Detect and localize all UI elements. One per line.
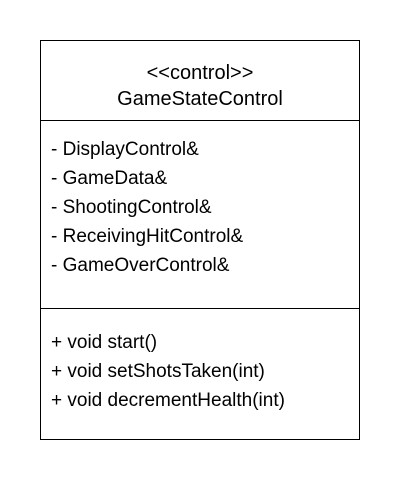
attribute-item: - ReceivingHitControl& [51, 226, 244, 247]
operation-item: + void decrementHealth(int) [51, 390, 285, 411]
attribute-item: - GameOverControl& [51, 255, 230, 276]
attribute-item: - GameData& [51, 168, 168, 189]
operations-compartment: + void start() + void setShotsTaken(int)… [41, 309, 359, 415]
class-header: <<control>> GameStateControl [41, 41, 359, 121]
attribute-item: - ShootingControl& [51, 197, 212, 218]
uml-class-box[interactable]: <<control>> GameStateControl - DisplayCo… [40, 40, 360, 440]
operation-item: + void start() [51, 332, 158, 353]
operation-item: + void setShotsTaken(int) [51, 361, 265, 382]
class-name: GameStateControl [117, 88, 283, 110]
attribute-item: - DisplayControl& [51, 139, 199, 160]
attributes-compartment: - DisplayControl& - GameData& - Shooting… [41, 121, 359, 309]
class-stereotype: <<control>> [146, 62, 254, 84]
